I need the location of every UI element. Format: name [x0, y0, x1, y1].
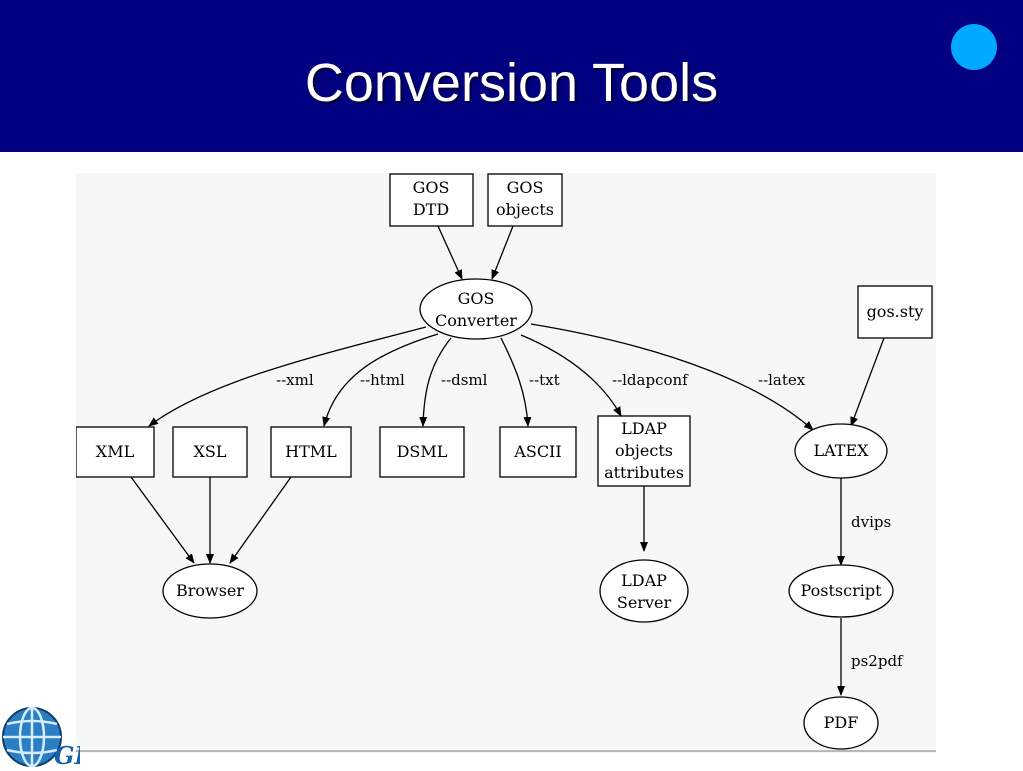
- label-postscript: Postscript: [801, 581, 883, 600]
- node-gos-sty: [857, 285, 933, 339]
- edge-converter-dsml: [419, 337, 452, 427]
- node-html: [270, 426, 352, 478]
- label-ldap-server-2: Server: [617, 593, 672, 612]
- label-gos-objects-1: GOS: [507, 178, 544, 197]
- edge-sty-latex: [850, 337, 885, 427]
- node-ldap-server: [599, 559, 689, 623]
- edge-converter-latex: [530, 323, 814, 431]
- edge-dtd-converter: [437, 225, 463, 280]
- node-xml: [75, 426, 155, 478]
- label-xsl: XSL: [194, 442, 227, 461]
- edge-label-dvips: dvips: [851, 513, 891, 531]
- page-title: Conversion Tools: [304, 53, 719, 113]
- label-ldap-objects-3: attributes: [604, 463, 684, 482]
- node-gos-dtd: [389, 173, 474, 227]
- edge-label-xml: --xml: [276, 371, 314, 389]
- edge-converter-html: [322, 333, 439, 427]
- label-ldap-objects-2: objects: [615, 441, 673, 460]
- node-gos-converter: [419, 278, 533, 340]
- edge-label-dsml: --dsml: [441, 371, 488, 389]
- edges: [130, 225, 885, 696]
- label-ldap-server-1: LDAP: [621, 571, 667, 590]
- label-xml: XML: [96, 442, 135, 461]
- label-gos-converter-1: GOS: [458, 289, 495, 308]
- node-pdf: [803, 696, 879, 750]
- edge-label-latex: --latex: [758, 371, 806, 389]
- label-ldap-objects-1: LDAP: [621, 419, 667, 438]
- edge-objects-converter: [491, 225, 514, 280]
- node-xsl: [172, 426, 248, 478]
- edge-converter-ldap: [520, 334, 622, 417]
- label-gos-dtd-2: DTD: [413, 200, 449, 219]
- edge-label-html: --html: [360, 371, 405, 389]
- edge-label-txt: --txt: [529, 371, 560, 389]
- node-latex: [794, 423, 888, 479]
- edge-xml-browser: [130, 476, 195, 564]
- label-gos-objects-2: objects: [496, 200, 554, 219]
- edge-html-browser: [229, 476, 292, 564]
- conversion-diagram: --xml --html --dsml --txt --ldapconf --l…: [75, 173, 936, 753]
- label-dsml: DSML: [397, 442, 448, 461]
- node-gos-objects: [487, 173, 563, 227]
- label-gos-dtd-1: GOS: [413, 178, 450, 197]
- globe-logo-icon: GI: [0, 704, 86, 770]
- node-ldap-objects: [597, 415, 691, 487]
- logo-text: GI: [54, 741, 80, 767]
- node-dsml: [379, 426, 465, 478]
- diagram-svg: --xml --html --dsml --txt --ldapconf --l…: [75, 173, 933, 750]
- edge-converter-xml: [148, 326, 427, 427]
- label-gos-converter-2: Converter: [435, 311, 517, 330]
- node-browser: [162, 563, 258, 619]
- node-postscript: [788, 564, 894, 618]
- edge-converter-ascii: [500, 337, 532, 427]
- label-pdf: PDF: [824, 713, 859, 732]
- node-ascii: [499, 426, 577, 478]
- label-html: HTML: [285, 442, 337, 461]
- footer-divider: [76, 750, 936, 752]
- circle-icon: [951, 24, 997, 70]
- title-bar: Conversion Tools: [0, 0, 1023, 152]
- label-gos-sty: gos.sty: [867, 302, 924, 321]
- label-browser: Browser: [176, 581, 244, 600]
- edge-label-ps2pdf: ps2pdf: [851, 652, 904, 670]
- edge-label-ldapconf: --ldapconf: [612, 371, 689, 389]
- label-latex: LATEX: [813, 441, 869, 460]
- label-ascii: ASCII: [513, 442, 561, 461]
